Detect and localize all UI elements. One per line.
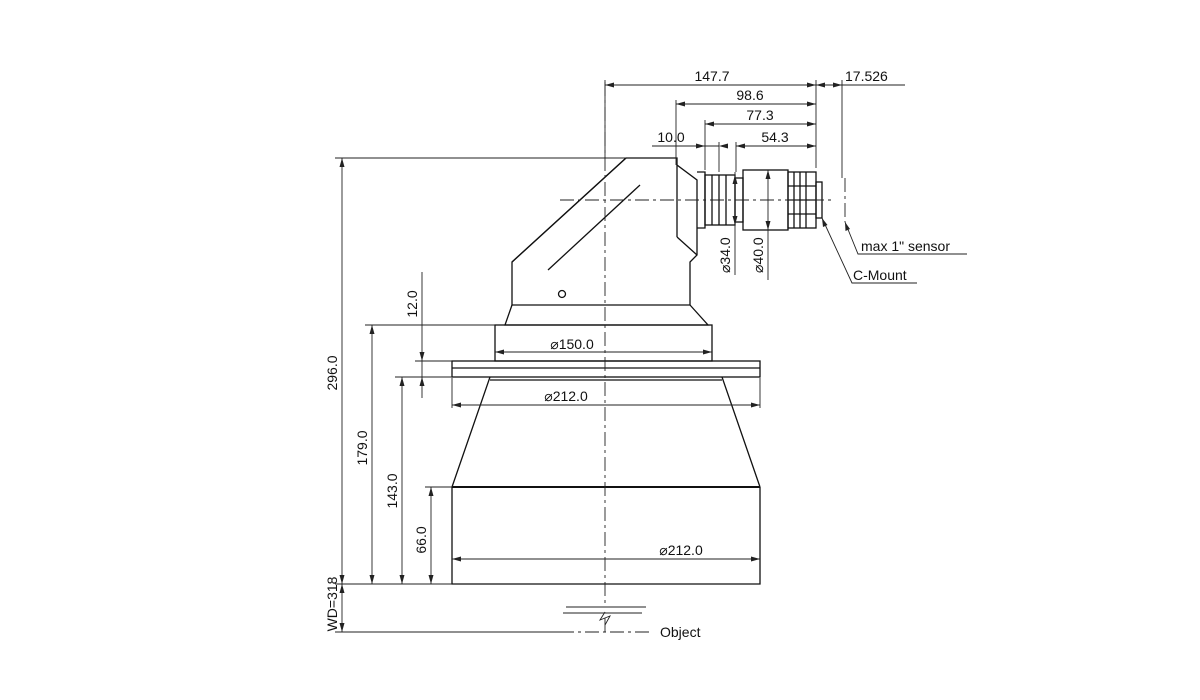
dim-147-7: 147.7 xyxy=(694,68,729,84)
dim-dia-40: ⌀40.0 xyxy=(750,237,766,273)
dim-10-0: 10.0 xyxy=(657,129,684,145)
dim-12-0: 12.0 xyxy=(404,290,420,317)
dimension-labels: 147.7 17.526 98.6 77.3 10.0 54.3 ⌀34.0 ⌀… xyxy=(324,68,950,640)
object-label: Object xyxy=(660,624,701,640)
lens-outline xyxy=(451,157,761,585)
dim-179-0: 179.0 xyxy=(354,430,370,465)
callout-leaders xyxy=(821,217,967,284)
dim-dia-34: ⌀34.0 xyxy=(717,237,733,273)
body-diameter-dims xyxy=(451,349,761,562)
dim-dia-212-top: ⌀212.0 xyxy=(544,388,588,404)
dim-77-3: 77.3 xyxy=(746,107,773,123)
dim-54-3: 54.3 xyxy=(761,129,788,145)
c-mount-callout: C-Mount xyxy=(853,267,907,283)
dim-296-0: 296.0 xyxy=(324,355,340,390)
dim-dia-150: ⌀150.0 xyxy=(550,336,594,352)
dim-dia-212-bottom: ⌀212.0 xyxy=(659,542,703,558)
dim-17-526: 17.526 xyxy=(845,68,888,84)
dim-wd: WD=318 xyxy=(324,576,340,631)
top-dimensions xyxy=(604,80,905,178)
sensor-callout: max 1" sensor xyxy=(861,238,950,254)
dim-143-0: 143.0 xyxy=(384,473,400,508)
dim-66-0: 66.0 xyxy=(413,526,429,553)
dim-98-6: 98.6 xyxy=(736,87,763,103)
left-vertical-dims xyxy=(335,157,626,633)
center-lines xyxy=(560,82,846,635)
c-mount-diameter-dims xyxy=(732,170,771,280)
